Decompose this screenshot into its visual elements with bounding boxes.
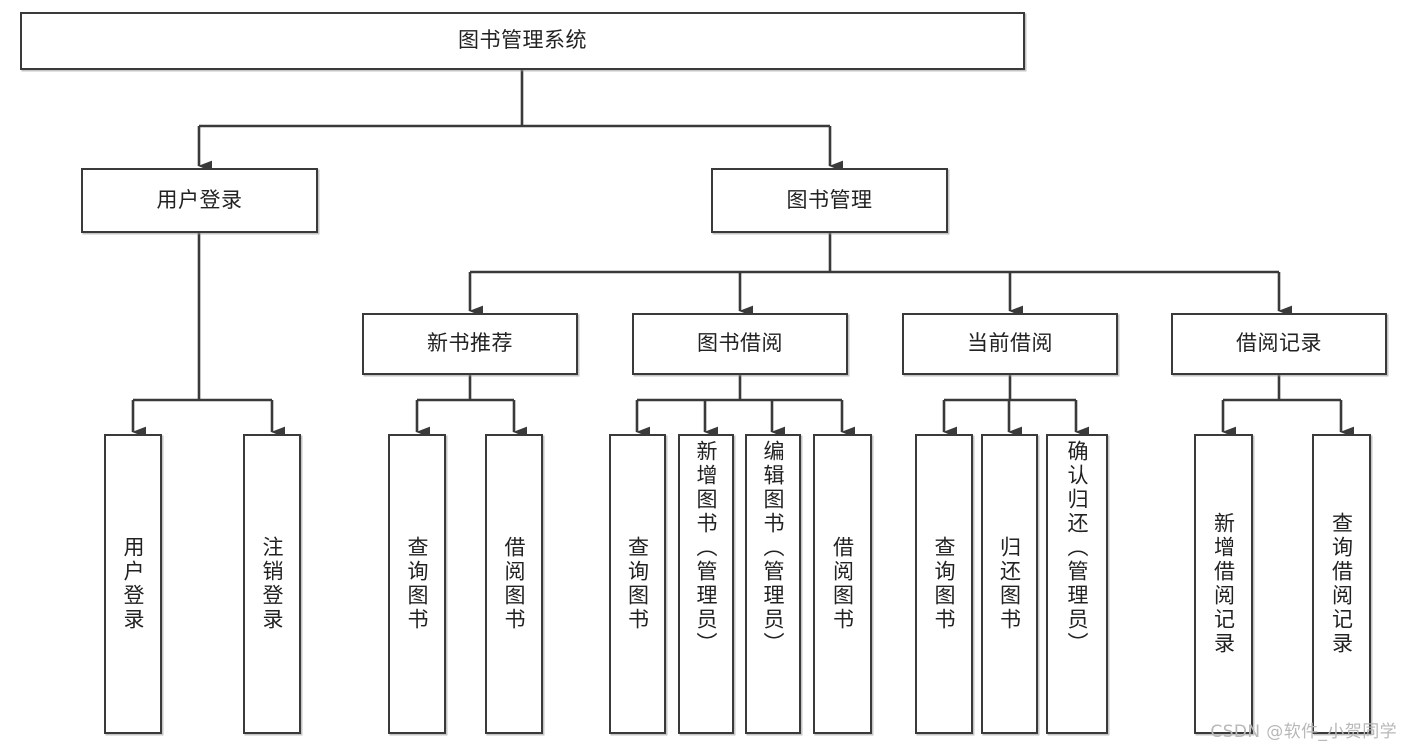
leaf-borrow-book-borrow-label: 借阅图书 bbox=[830, 536, 855, 632]
leaf-edit-book-admin-label: 编辑图书（管理员） bbox=[761, 440, 786, 656]
node-borrow-record[interactable]: 借阅记录 bbox=[1171, 313, 1387, 375]
leaf-add-borrow-record[interactable]: 新增借阅记录 bbox=[1194, 434, 1253, 734]
leaf-return-book[interactable]: 归还图书 bbox=[981, 434, 1038, 734]
leaf-borrow-book-recommend-label: 借阅图书 bbox=[502, 536, 527, 632]
node-root-system-label: 图书管理系统 bbox=[458, 28, 587, 53]
leaf-query-book-current-label: 查询图书 bbox=[932, 536, 957, 632]
leaf-confirm-return-admin-label: 确认归还（管理员） bbox=[1065, 440, 1090, 656]
leaf-logout-login[interactable]: 注销登录 bbox=[243, 434, 301, 734]
node-user-login[interactable]: 用户登录 bbox=[81, 168, 318, 233]
node-root-system[interactable]: 图书管理系统 bbox=[20, 12, 1025, 70]
leaf-query-book-borrow-label: 查询图书 bbox=[625, 536, 650, 632]
leaf-add-book-admin-label: 新增图书（管理员） bbox=[694, 440, 719, 656]
node-book-borrow[interactable]: 图书借阅 bbox=[632, 313, 848, 375]
leaf-user-login[interactable]: 用户登录 bbox=[104, 434, 162, 734]
node-new-book-recommend[interactable]: 新书推荐 bbox=[362, 313, 578, 375]
leaf-logout-login-label: 注销登录 bbox=[260, 536, 285, 632]
node-current-borrow[interactable]: 当前借阅 bbox=[902, 313, 1118, 375]
node-current-borrow-label: 当前借阅 bbox=[967, 331, 1053, 356]
leaf-borrow-book-recommend[interactable]: 借阅图书 bbox=[485, 434, 543, 734]
leaf-edit-book-admin[interactable]: 编辑图书（管理员） bbox=[745, 434, 801, 734]
leaf-query-borrow-record-label: 查询借阅记录 bbox=[1329, 512, 1354, 656]
leaf-query-book-recommend-label: 查询图书 bbox=[405, 536, 430, 632]
leaf-return-book-label: 归还图书 bbox=[997, 536, 1022, 632]
leaf-add-book-admin[interactable]: 新增图书（管理员） bbox=[678, 434, 734, 734]
node-borrow-record-label: 借阅记录 bbox=[1236, 331, 1322, 356]
leaf-user-login-label: 用户登录 bbox=[121, 536, 146, 632]
node-book-management[interactable]: 图书管理 bbox=[711, 168, 948, 233]
leaf-query-book-recommend[interactable]: 查询图书 bbox=[388, 434, 446, 734]
leaf-query-book-borrow[interactable]: 查询图书 bbox=[609, 434, 666, 734]
leaf-confirm-return-admin[interactable]: 确认归还（管理员） bbox=[1046, 434, 1108, 734]
leaf-query-borrow-record[interactable]: 查询借阅记录 bbox=[1312, 434, 1371, 734]
node-new-book-recommend-label: 新书推荐 bbox=[427, 331, 513, 356]
leaf-query-book-current[interactable]: 查询图书 bbox=[915, 434, 973, 734]
leaf-borrow-book-borrow[interactable]: 借阅图书 bbox=[813, 434, 872, 734]
leaf-add-borrow-record-label: 新增借阅记录 bbox=[1211, 512, 1236, 656]
node-book-borrow-label: 图书借阅 bbox=[697, 331, 783, 356]
node-book-management-label: 图书管理 bbox=[786, 187, 873, 212]
node-user-login-label: 用户登录 bbox=[156, 187, 243, 212]
